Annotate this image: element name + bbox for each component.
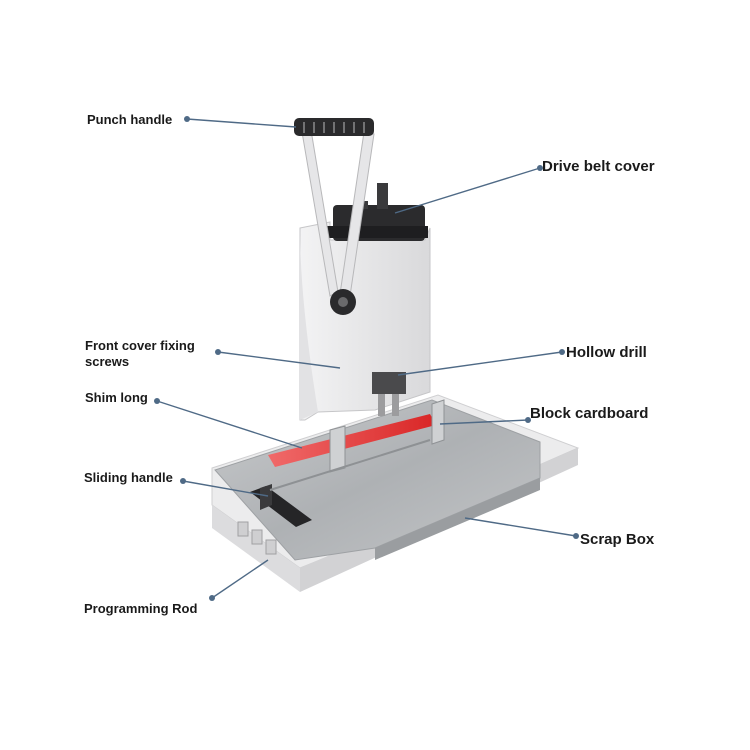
label-shim-long: Shim long: [85, 390, 148, 405]
hollow-drill-part: [372, 372, 406, 416]
punch-handle-part: [294, 118, 375, 315]
leader-shim-long: [154, 398, 303, 449]
label-block-cardboard: Block cardboard: [530, 405, 649, 422]
programming-rod-part: [237, 521, 277, 555]
leader-block-cardboard: [439, 417, 531, 425]
block-cardboard-part: [329, 399, 445, 473]
machine-body: [299, 221, 431, 421]
label-punch-handle: Punch handle: [87, 112, 173, 127]
leader-punch-handle: [184, 116, 297, 128]
shim-long-part: [268, 414, 436, 467]
label-drive-belt-cover: Drive belt cover: [542, 158, 655, 175]
leader-programming-rod: [209, 559, 269, 601]
label-scrap-box: Scrap Box: [580, 531, 655, 548]
leader-drive-belt-cover: [394, 165, 543, 214]
label-front-cover-fixing-screws-line2: screws: [85, 354, 130, 369]
label-hollow-drill: Hollow drill: [566, 344, 647, 361]
drive-belt-cover-part: [320, 183, 428, 241]
label-front-cover-fixing-screws-line1: Front cover fixing: [85, 338, 195, 353]
label-sliding-handle: Sliding handle: [84, 470, 173, 485]
leader-hollow-drill: [397, 349, 565, 376]
label-programming-rod: Programming Rod: [84, 601, 198, 616]
leader-sliding-handle: [180, 478, 269, 497]
leader-front-cover-fixing-screws: [215, 349, 341, 369]
leader-scrap-box: [464, 517, 579, 539]
leader-lines: [154, 116, 579, 601]
